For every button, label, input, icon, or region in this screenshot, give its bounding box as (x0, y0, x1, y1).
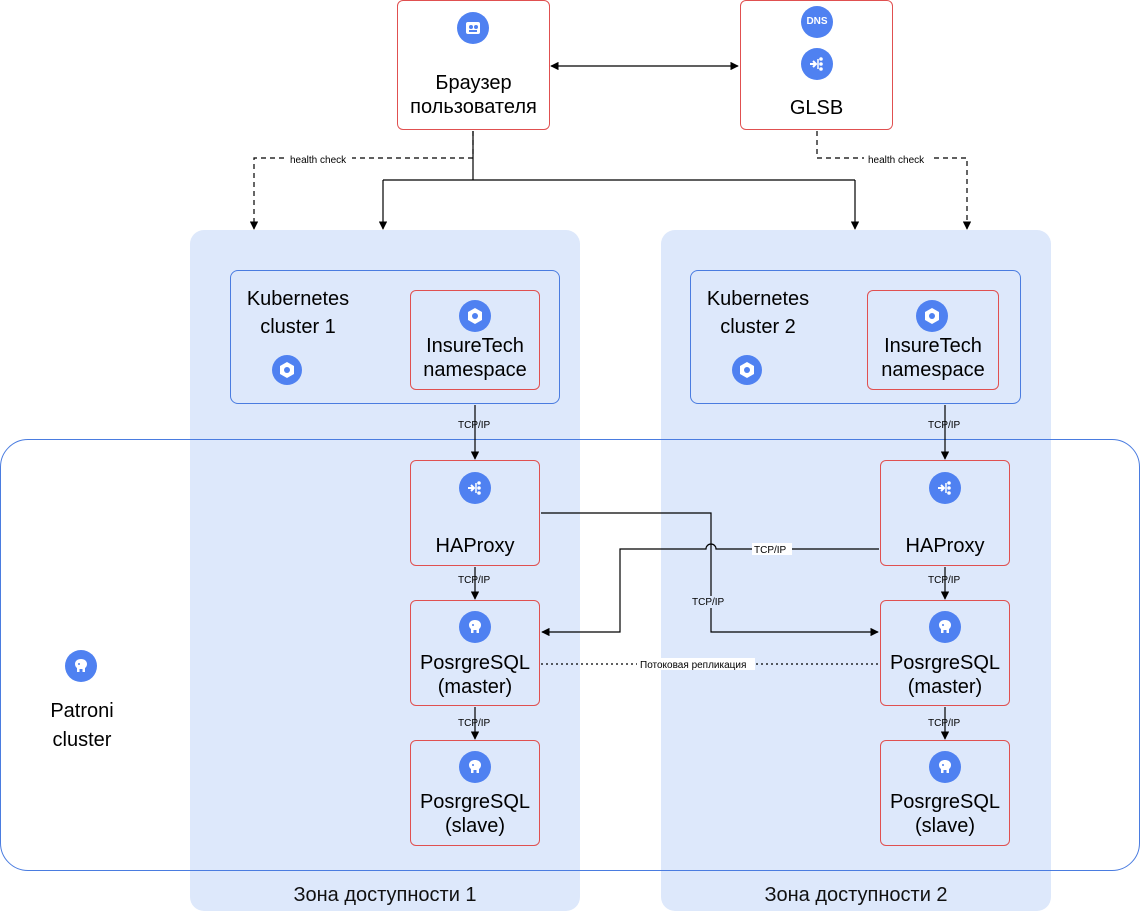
tcpip-label: TCP/IP (692, 597, 725, 608)
tcpip-label: TCP/IP (928, 575, 961, 586)
postgres-icon (459, 751, 491, 783)
postgres-slave-node-1: PosrgreSQL (slave) (410, 740, 540, 846)
postgres-icon (459, 611, 491, 643)
kubernetes-icon (272, 355, 302, 385)
kubernetes-icon (459, 300, 491, 332)
replication-label: Потоковая репликация (640, 660, 746, 671)
postgres-master-node-2: PosrgreSQL (master) (880, 600, 1010, 706)
postgres-slave-label-2: PosrgreSQL (slave) (889, 791, 1001, 837)
namespace-label-1: InsureTech namespace (423, 335, 527, 381)
postgres-icon (929, 751, 961, 783)
browser-node: Браузер пользователя (397, 0, 550, 130)
postgres-master-label-1: PosrgreSQL (master) (419, 652, 531, 698)
zone-2-label: Зона доступности 2 (764, 884, 948, 906)
postgres-slave-node-2: PosrgreSQL (slave) (880, 740, 1010, 846)
haproxy-label-1: HAProxy (435, 535, 515, 557)
edge-haproxy2-master1 (541, 543, 879, 637)
kubernetes-icon (916, 300, 948, 332)
health-check-label-2: health check (868, 155, 925, 166)
load-balancer-icon (929, 472, 961, 504)
postgres-slave-label-1: PosrgreSQL (slave) (419, 791, 531, 837)
edge-browser-clusters (383, 131, 855, 181)
tcpip-label: TCP/IP (754, 545, 787, 556)
haproxy-node-2: HAProxy (880, 460, 1010, 566)
load-balancer-icon (801, 48, 833, 80)
edge-haproxy1-master2 (541, 512, 879, 637)
dns-label: DNS (806, 16, 828, 27)
glsb-label: GLSB (789, 97, 844, 119)
namespace-label-2: InsureTech namespace (881, 335, 985, 381)
health-check-label-1: health check (290, 155, 347, 166)
postgres-icon (929, 611, 961, 643)
patroni-cluster (0, 439, 1140, 871)
users-icon (457, 12, 489, 44)
patroni-label: Patroni cluster (50, 700, 114, 751)
browser-label: Браузер пользователя (410, 72, 537, 118)
tcpip-label: TCP/IP (458, 718, 491, 729)
namespace-node-1: InsureTech namespace (410, 290, 540, 390)
dns-icon: DNS (801, 6, 833, 38)
postgres-master-label-2: PosrgreSQL (master) (889, 652, 1001, 698)
edge-health-check-1 (249, 131, 474, 230)
tcpip-label: TCP/IP (458, 420, 491, 431)
postgres-master-node-1: PosrgreSQL (master) (410, 600, 540, 706)
tcpip-label: TCP/IP (458, 575, 491, 586)
haproxy-label-2: HAProxy (905, 535, 985, 557)
postgres-icon (65, 650, 97, 682)
glsb-node: DNS GLSB (740, 0, 893, 130)
tcpip-label: TCP/IP (928, 420, 961, 431)
zone-1-label: Зона доступности 1 (293, 884, 477, 906)
namespace-node-2: InsureTech namespace (867, 290, 999, 390)
kubernetes-icon (732, 355, 762, 385)
k8s-cluster-2-label: Kubernetes cluster 2 (706, 288, 810, 338)
k8s-cluster-1-label: Kubernetes cluster 1 (246, 288, 350, 338)
haproxy-node-1: HAProxy (410, 460, 540, 566)
load-balancer-icon (459, 472, 491, 504)
tcpip-label: TCP/IP (928, 718, 961, 729)
